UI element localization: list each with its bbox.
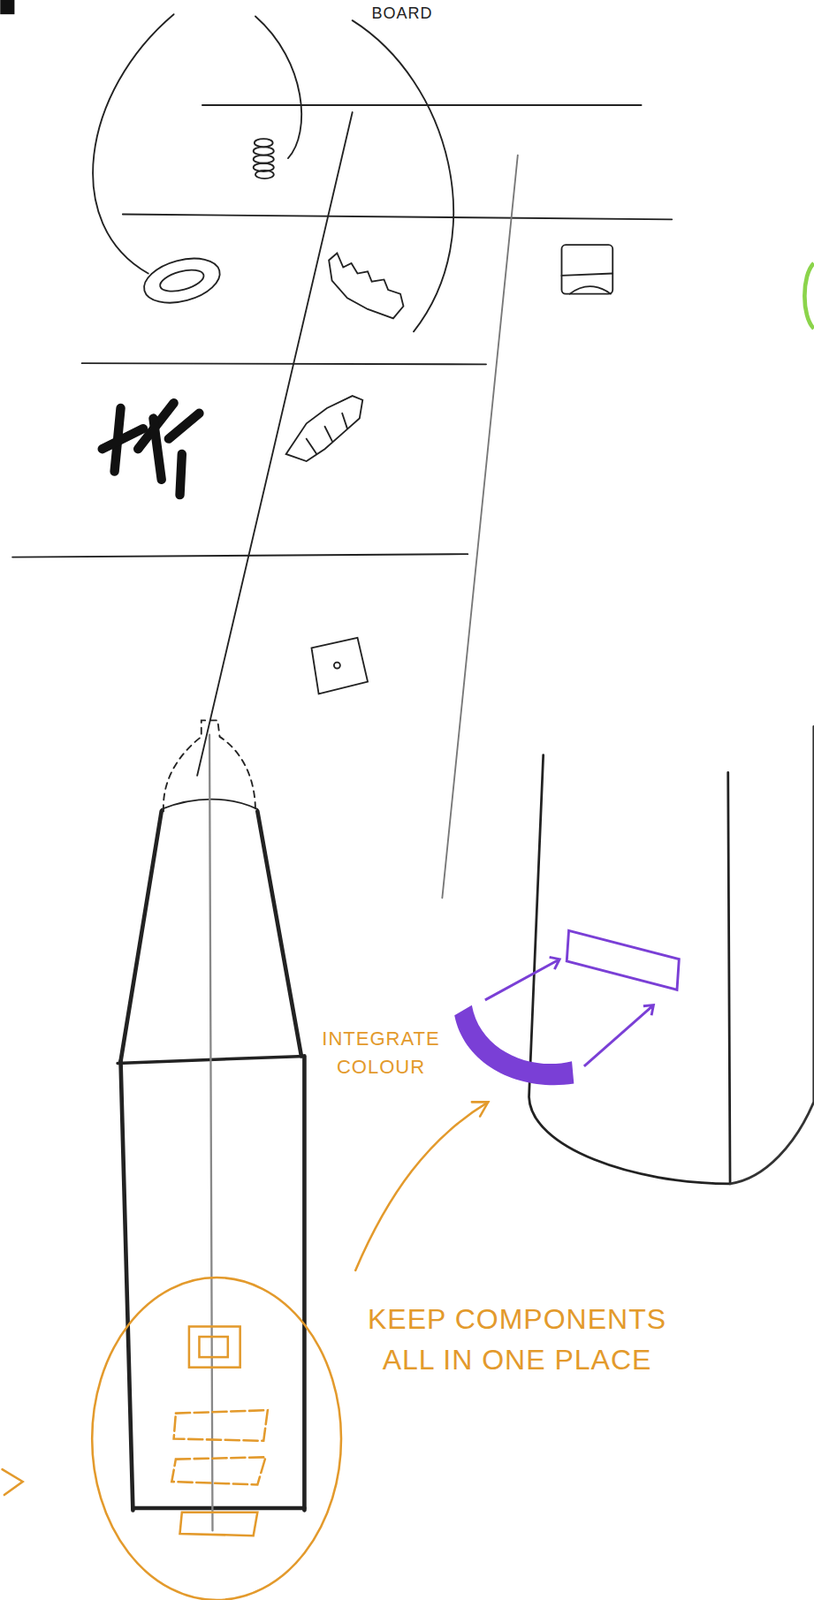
colour-note: INTEGRATE COLOUR — [314, 1025, 448, 1082]
component-note: KEEP COMPONENTS ALL IN ONE PLACE — [357, 1299, 677, 1381]
comb-part — [328, 252, 404, 319]
cylinder-sketch — [529, 726, 814, 1184]
device-body — [117, 720, 305, 1531]
shelf-line — [12, 554, 468, 557]
exploded-arc — [255, 15, 302, 159]
ring-part — [138, 251, 225, 311]
exploded-arc — [92, 14, 174, 274]
shelf-line — [122, 214, 672, 221]
bolt-parts — [102, 403, 200, 495]
colour-band — [454, 930, 679, 1086]
corner-mark — [0, 0, 15, 15]
shelf-line — [82, 363, 487, 365]
board-note: BOARD — [349, 1, 456, 25]
green-mark — [804, 263, 814, 329]
exploded-arc — [352, 20, 454, 332]
chip-part — [311, 638, 369, 695]
shelf-line — [202, 104, 642, 107]
perspective-line — [197, 112, 353, 776]
perspective-line — [441, 155, 518, 899]
spring-part — [253, 138, 274, 179]
flex-part — [286, 395, 364, 462]
cube-part — [561, 244, 613, 294]
